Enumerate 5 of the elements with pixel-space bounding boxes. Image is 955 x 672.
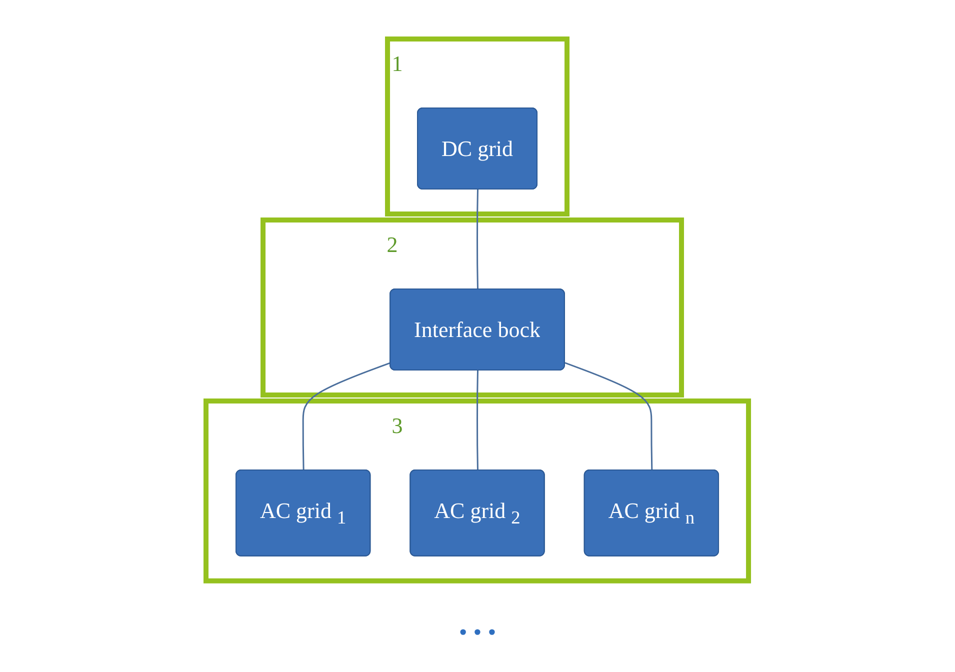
connector [476,370,479,471]
ellipsis-text: • • • [458,620,496,647]
connector [564,362,653,471]
connector [302,362,392,471]
connector [476,190,479,290]
